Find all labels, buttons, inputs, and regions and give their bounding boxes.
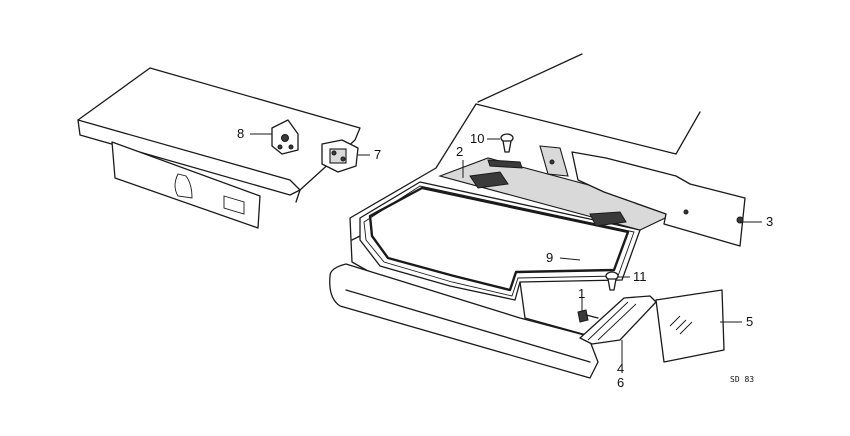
- callout-2: 2: [456, 144, 463, 159]
- callout-11: 11: [633, 269, 647, 284]
- weatherstrip-part-9: [368, 186, 630, 292]
- callout-7: 7: [374, 147, 381, 162]
- callout-10: 10: [470, 131, 484, 146]
- callout-9: 9: [546, 250, 553, 265]
- callout-5: 5: [746, 314, 753, 329]
- diagram-code: SD 83: [730, 375, 754, 384]
- clip-part-10: [500, 133, 514, 153]
- callout-4: 4: [617, 361, 624, 376]
- rear-panel-trim-part-3: [539, 145, 746, 247]
- sill-trim-part-4-6: [579, 295, 657, 345]
- lock-bracket-part-8: [271, 119, 299, 155]
- trunk-lid: [77, 67, 361, 229]
- callout-6: 6: [617, 375, 624, 390]
- callout-1: 1: [578, 286, 585, 301]
- side-trim-panel-part-5: [655, 289, 725, 363]
- fastener-part-1: [577, 309, 599, 323]
- lock-cylinder-part-7: [321, 139, 359, 173]
- clip-part-11: [605, 271, 619, 291]
- leader-lines: [250, 133, 762, 366]
- callout-labels: 1 2 3 4 5 6 7 8 9 10 11 SD 83: [237, 126, 773, 390]
- callout-8: 8: [237, 126, 244, 141]
- callout-3: 3: [766, 214, 773, 229]
